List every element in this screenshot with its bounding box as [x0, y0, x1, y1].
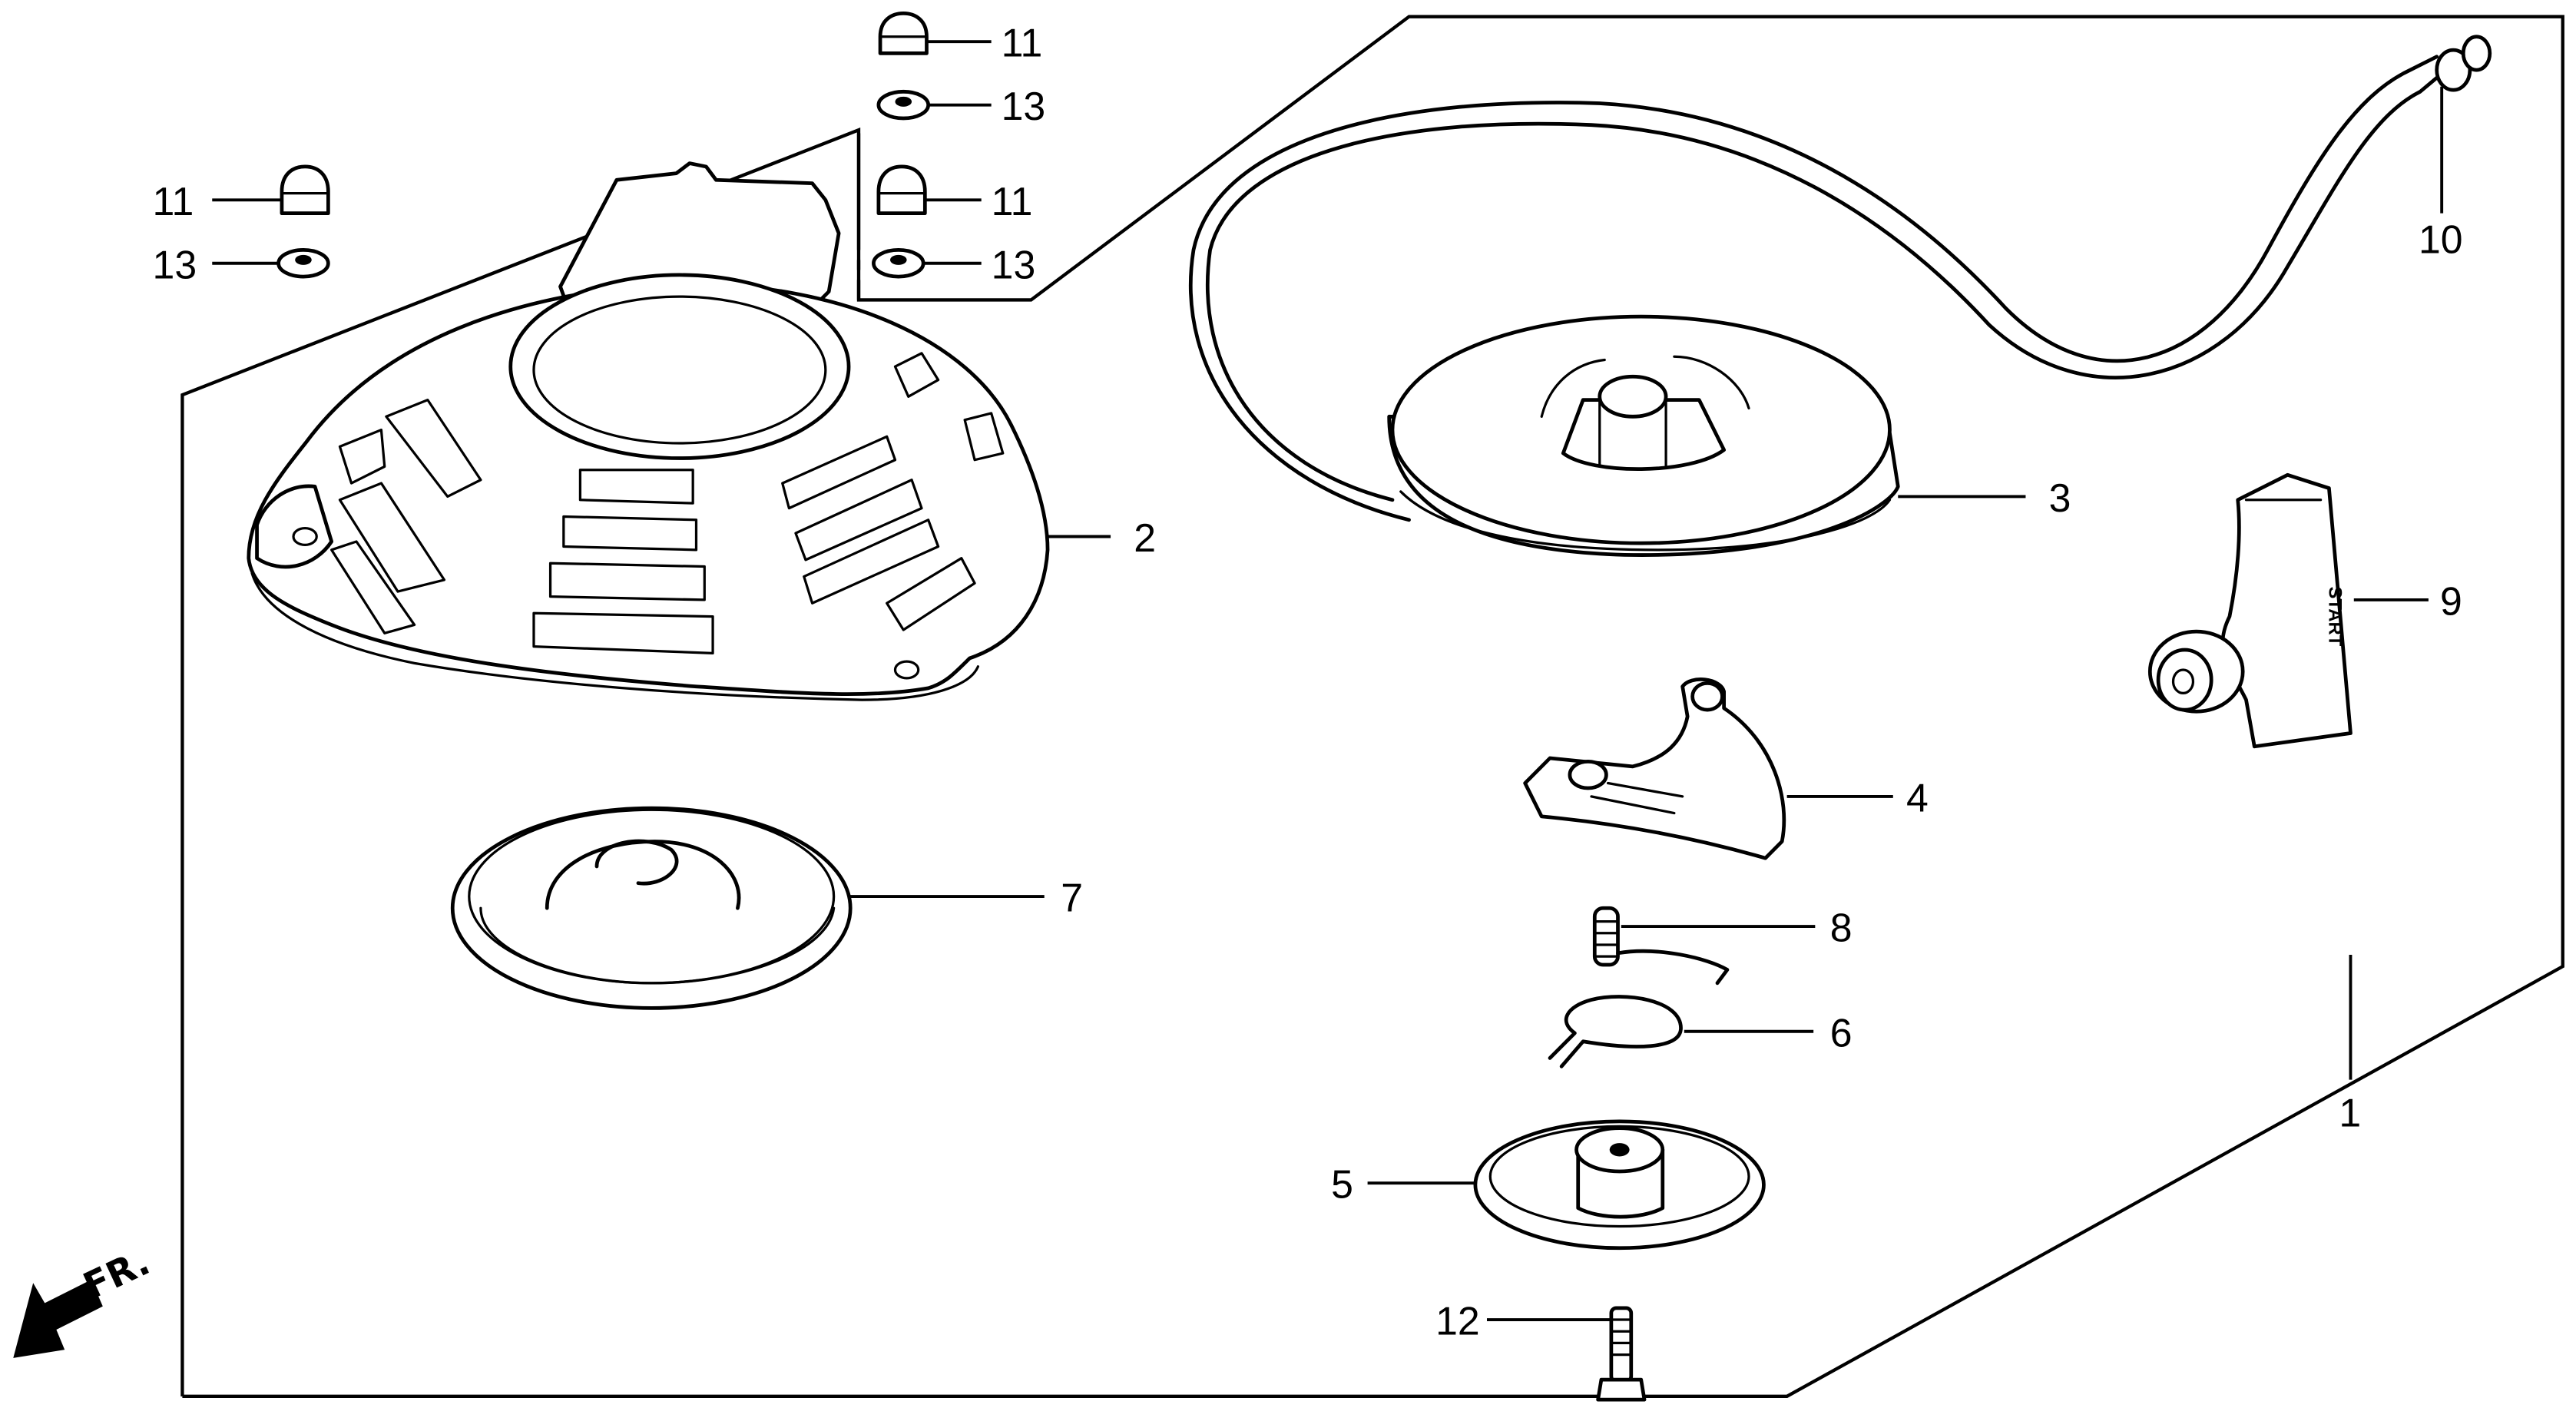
callout-11-left: 11	[153, 180, 282, 224]
callout-label-8: 8	[1830, 906, 1853, 950]
callout-label-11-top: 11	[1002, 22, 1043, 66]
assembly-boundary	[180, 15, 2564, 1398]
callout-9: 9	[2353, 579, 2462, 624]
callout-label-13-right: 13	[992, 243, 1036, 287]
starter-case[interactable]	[247, 161, 1050, 701]
ratchet[interactable]	[1523, 677, 1786, 860]
callout-label-4: 4	[1906, 776, 1929, 820]
callout-label-13-left: 13	[153, 243, 197, 287]
callout-11-top: 11	[926, 22, 1042, 66]
callout-label-13-top: 13	[1002, 84, 1046, 129]
friction-spring[interactable]	[1548, 995, 1683, 1068]
callout-2: 2	[1048, 516, 1156, 561]
callout-1: 1	[2339, 954, 2361, 1135]
ratchet-spring[interactable]	[1592, 906, 1730, 986]
callout-5: 5	[1331, 1163, 1475, 1208]
recoil-spring[interactable]	[450, 806, 853, 1010]
callout-label-10: 10	[2419, 218, 2463, 263]
callout-12: 12	[1435, 1299, 1611, 1344]
callout-label-1: 1	[2339, 1091, 2361, 1135]
callout-label-3: 3	[2049, 476, 2071, 521]
callout-4: 4	[1786, 776, 1929, 820]
cap-nut-left[interactable]	[280, 164, 330, 216]
callout-6: 6	[1684, 1011, 1853, 1055]
starter-rope[interactable]	[1188, 35, 2492, 522]
front-direction-arrow-icon	[13, 1279, 103, 1358]
callout-7: 7	[850, 876, 1083, 921]
front-direction-marker: FR.	[13, 1241, 156, 1358]
callout-13-left: 13	[153, 243, 279, 287]
cap-nut-right[interactable]	[876, 164, 927, 216]
callout-13-top: 13	[928, 84, 1046, 129]
washer-left[interactable]	[276, 247, 330, 279]
callout-label-9: 9	[2440, 579, 2462, 624]
callout-13-right: 13	[923, 243, 1035, 287]
starter-reel[interactable]	[1387, 314, 1900, 557]
callout-label-7: 7	[1061, 876, 1083, 920]
callout-8: 8	[1621, 906, 1853, 951]
washer-right[interactable]	[872, 247, 925, 279]
cap-nut-top[interactable]	[878, 11, 929, 55]
callout-label-11-left: 11	[153, 180, 194, 224]
callout-label-2: 2	[1134, 516, 1156, 561]
starter-grip[interactable]: START	[2147, 472, 2353, 749]
flange-bolt[interactable]	[1596, 1306, 1647, 1402]
callout-label-12: 12	[1435, 1299, 1480, 1343]
grip-marking-text: START	[2324, 587, 2345, 647]
washer-top[interactable]	[876, 89, 931, 121]
callout-11-right: 11	[925, 180, 1032, 224]
callout-label-11-right: 11	[992, 180, 1033, 224]
callout-label-5: 5	[1331, 1163, 1353, 1208]
callout-label-6: 6	[1830, 1011, 1853, 1055]
callout-3: 3	[1898, 476, 2071, 521]
friction-plate[interactable]	[1473, 1119, 1766, 1251]
callout-10: 10	[2419, 86, 2463, 263]
